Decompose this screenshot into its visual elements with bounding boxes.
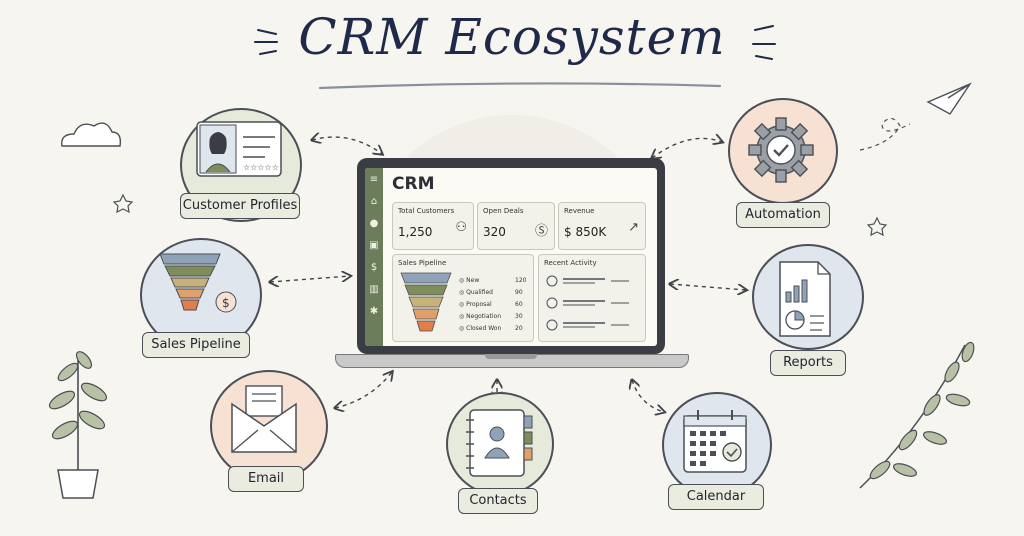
diagram-title: CRM Ecosystem [298, 8, 726, 66]
contacts-label: Contacts [458, 488, 538, 514]
stat-card-customers[interactable]: Total Customers 1,250 ⚇ [392, 202, 474, 250]
pipeline-count: 90 [515, 289, 523, 296]
pipeline-stage: ◎ Closed Won [459, 325, 502, 332]
pipeline-title: Sales Pipeline [398, 259, 447, 267]
cloud-icon [61, 122, 122, 147]
avatar-icon [546, 319, 558, 331]
arrow-calendar [632, 380, 664, 412]
dashboard-sidebar: ≡ ⌂ ● ▣ $ ▥ ✱ [365, 168, 383, 346]
pipeline-count: 120 [515, 277, 527, 284]
customer-profiles-label: Customer Profiles [180, 193, 300, 219]
stat-label: Total Customers [398, 207, 455, 215]
dollar-circle-icon: Ⓢ [534, 224, 548, 239]
stat-label: Revenue [564, 207, 595, 215]
menu-icon[interactable]: ≡ [369, 174, 379, 185]
calendar-label: Calendar [668, 484, 764, 510]
sales-pipeline-label: Sales Pipeline [142, 332, 250, 358]
avatar-icon [546, 297, 558, 309]
chart-icon[interactable]: ▥ [369, 284, 379, 295]
title-dash-left [254, 29, 278, 55]
activity-list [546, 275, 629, 331]
reports-label: Reports [770, 350, 846, 376]
stat-card-deals[interactable]: Open Deals 320 Ⓢ [477, 202, 555, 250]
star-icon-right [866, 216, 888, 237]
pipeline-stage: ◎ Negotiation [459, 313, 502, 320]
stat-value: 1,250 [398, 225, 433, 239]
arrow-automation [652, 138, 722, 158]
activity-title: Recent Activity [544, 259, 597, 267]
pipeline-panel[interactable]: Sales Pipeline ◎ New 120 ◎ Qualified 90 … [392, 254, 534, 342]
settings-icon[interactable]: ✱ [369, 306, 379, 317]
mini-funnel-icon [400, 272, 452, 332]
stat-value: $ 850K [564, 225, 607, 239]
branch-icon [859, 341, 975, 489]
laptop-screen-frame: ≡ ⌂ ● ▣ $ ▥ ✱ CRM Total Customers 1,250 … [357, 158, 665, 354]
pipeline-count: 20 [515, 325, 523, 332]
plane-trail [859, 117, 911, 151]
activity-panel[interactable]: Recent Activity [538, 254, 646, 342]
email-label: Email [228, 466, 304, 492]
dollar-icon[interactable]: $ [370, 262, 378, 273]
contacts-bubble [446, 392, 554, 496]
pipeline-count: 30 [515, 313, 523, 320]
pipeline-stage: ◎ Proposal [459, 301, 492, 308]
avatar-icon [546, 275, 558, 287]
title-dash-right [752, 25, 776, 60]
trend-up-icon: ↗ [628, 220, 639, 235]
title-underline [318, 82, 722, 90]
pipeline-stage: ◎ Qualified [459, 289, 493, 296]
stat-card-revenue[interactable]: Revenue $ 850K ↗ [558, 202, 646, 250]
calendar-bubble [662, 392, 772, 498]
stat-label: Open Deals [483, 207, 524, 215]
laptop: ≡ ⌂ ● ▣ $ ▥ ✱ CRM Total Customers 1,250 … [335, 158, 689, 373]
reports-bubble [752, 244, 864, 350]
arrow-pipeline [270, 276, 350, 282]
arrow-email [335, 372, 392, 408]
dashboard-heading: CRM [392, 174, 435, 194]
arrow-profiles [312, 137, 382, 154]
crm-dashboard: ≡ ⌂ ● ▣ $ ▥ ✱ CRM Total Customers 1,250 … [365, 168, 657, 346]
automation-bubble [728, 98, 838, 204]
briefcase-icon[interactable]: ▣ [369, 240, 379, 251]
automation-label: Automation [736, 202, 830, 228]
potted-plant-icon [48, 351, 108, 499]
paper-plane-icon [926, 82, 972, 115]
pipeline-stage: ◎ New [459, 277, 480, 284]
laptop-notch [485, 354, 537, 359]
user-icon[interactable]: ● [369, 218, 379, 229]
stat-value: 320 [483, 225, 506, 239]
star-icon-left [112, 193, 134, 214]
home-icon[interactable]: ⌂ [370, 196, 378, 207]
pipeline-count: 60 [515, 301, 523, 308]
people-icon: ⚇ [455, 220, 467, 235]
